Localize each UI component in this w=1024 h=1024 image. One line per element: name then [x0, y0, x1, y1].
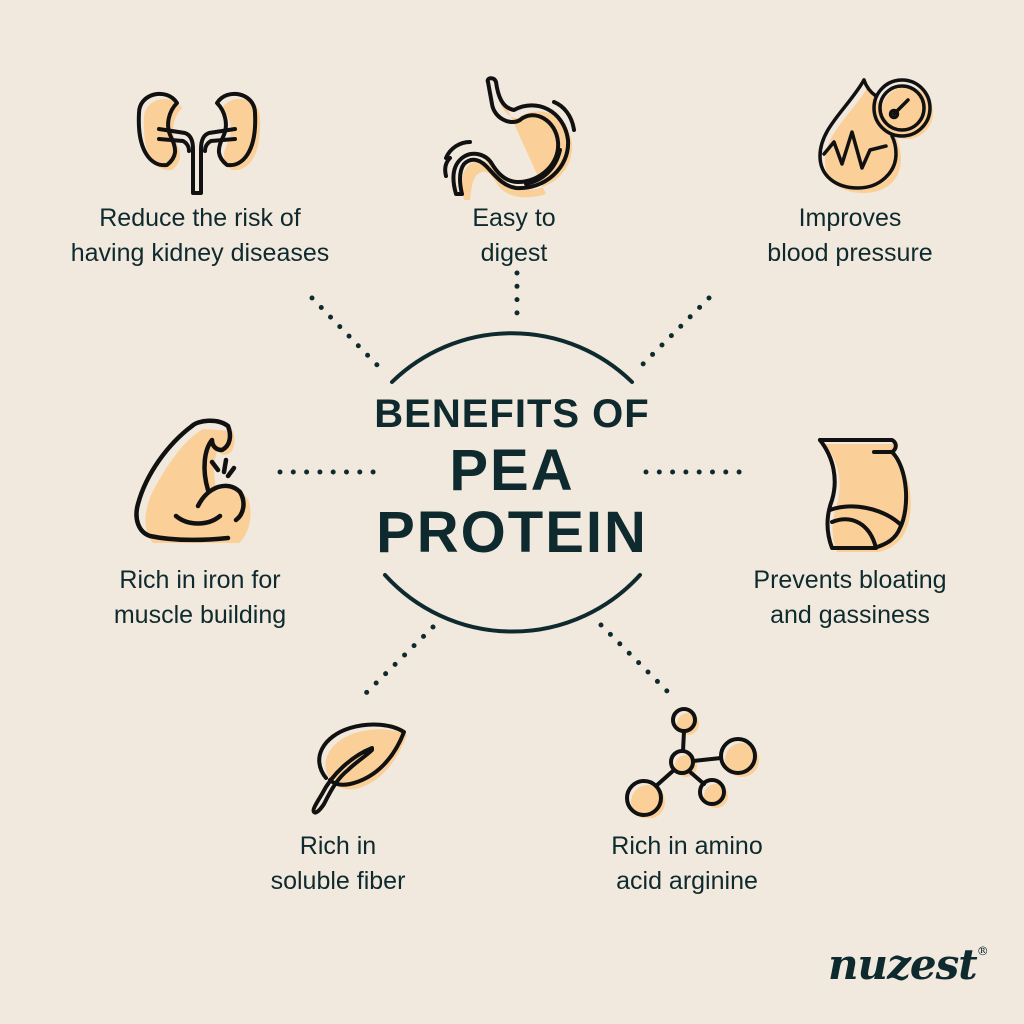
brand-logo: nuzest® — [828, 940, 989, 989]
benefit-line: blood pressure — [767, 239, 933, 267]
dotted-connectors — [277, 270, 748, 697]
benefit-arginine-label: Rich in amino acid arginine — [611, 829, 762, 899]
brand-name: nuzest — [828, 940, 978, 989]
benefit-line: and gassiness — [770, 601, 930, 629]
title-line-3: PROTEIN — [376, 500, 648, 565]
belly-icon — [818, 438, 911, 552]
benefit-line: Easy to — [472, 204, 556, 232]
title-line-2: PEA — [449, 438, 575, 503]
benefit-digest-label: Easy to digest — [472, 201, 555, 271]
benefit-line: acid arginine — [616, 867, 758, 895]
benefit-muscle-label: Rich in iron for muscle building — [114, 563, 286, 633]
benefit-line: Rich in — [299, 832, 377, 860]
benefit-bloating-label: Prevents bloating and gassiness — [753, 563, 946, 633]
benefit-line: muscle building — [113, 601, 287, 629]
kidney-icon — [136, 92, 261, 195]
benefit-line: digest — [480, 239, 548, 267]
benefit-line: soluble fiber — [270, 867, 406, 895]
title-line-1: BENEFITS OF — [374, 392, 650, 436]
blood-pressure-icon — [818, 78, 933, 193]
page-title: BENEFITS OF PEA PROTEIN — [374, 388, 649, 564]
benefit-line: Reduce the risk of — [99, 204, 301, 232]
benefit-kidney-label: Reduce the risk of having kidney disease… — [71, 201, 330, 271]
leaf-icon — [311, 722, 407, 815]
stomach-icon — [443, 76, 576, 200]
benefit-line: Improves — [798, 204, 902, 232]
registered-mark: ® — [976, 944, 989, 958]
flexed-bicep-icon — [134, 418, 251, 543]
molecule-icon — [625, 707, 759, 818]
benefit-fiber-label: Rich in soluble fiber — [271, 829, 406, 899]
center-circle — [383, 331, 642, 634]
benefit-line: Rich in amino — [611, 832, 763, 860]
benefit-blood-pressure-label: Improves blood pressure — [767, 201, 932, 271]
benefit-line: Rich in iron for — [119, 566, 281, 594]
benefit-line: Prevents bloating — [753, 566, 947, 594]
benefit-line: having kidney diseases — [70, 239, 330, 267]
